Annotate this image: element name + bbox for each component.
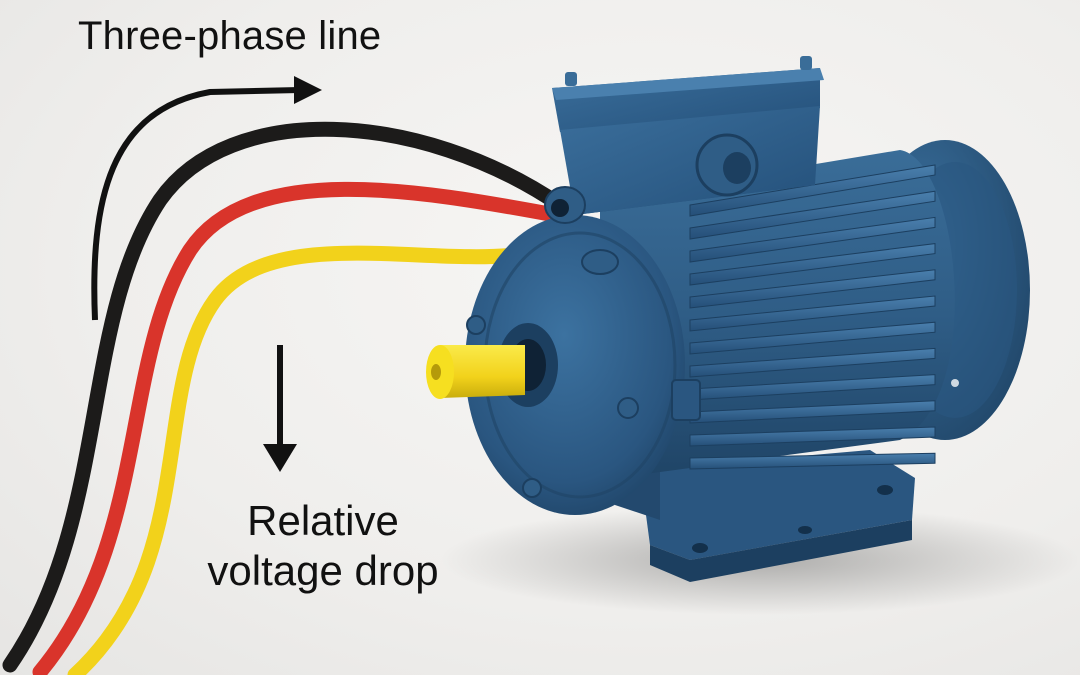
motor-front-shield: [465, 215, 701, 515]
relative-voltage-drop-line2: voltage drop: [207, 547, 439, 594]
cooling-fin: [689, 243, 936, 286]
cooling-fin: [689, 269, 936, 309]
arrow-down-icon: [263, 345, 297, 472]
cooling-fins: [689, 164, 936, 470]
relative-voltage-drop-line1: Relative: [247, 497, 399, 544]
cooling-fin: [689, 295, 936, 332]
cooling-fin: [689, 216, 936, 263]
cooling-fin: [689, 164, 936, 217]
relative-voltage-drop-label: Relative voltage drop: [178, 496, 468, 596]
motor-base: [610, 430, 915, 582]
cooling-fin: [689, 190, 936, 240]
cooling-fin: [689, 452, 936, 470]
cooling-fin: [689, 426, 936, 447]
curved-arrow-right-icon: [91, 76, 322, 321]
three-phase-line-label: Three-phase line: [78, 14, 382, 58]
cooling-fin: [689, 347, 936, 378]
wire-black: [2, 121, 568, 673]
cooling-fin: [689, 321, 936, 355]
terminal-box: [544, 56, 824, 224]
motor-shaft: [426, 323, 558, 407]
wire-yellow: [67, 245, 523, 675]
wire-red: [32, 181, 563, 675]
three-phase-wires: [2, 121, 568, 675]
